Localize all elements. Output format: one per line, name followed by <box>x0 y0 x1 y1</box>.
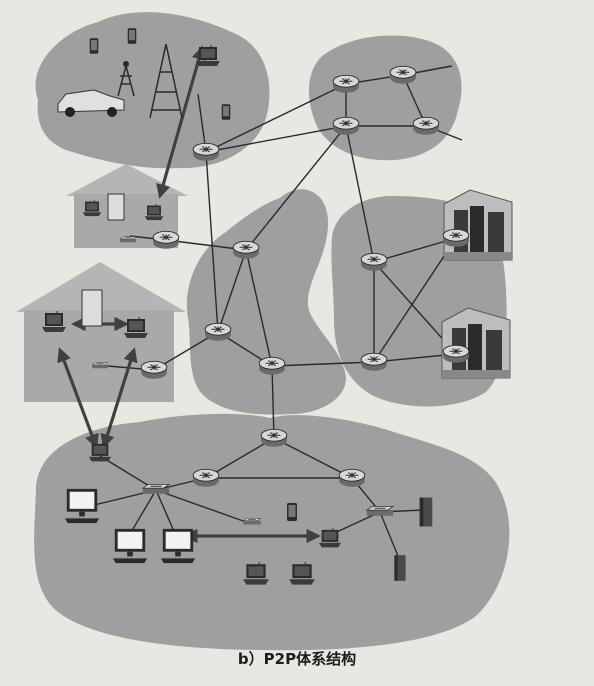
datacenter-icon <box>443 189 513 261</box>
link-line <box>205 437 275 479</box>
link-line <box>345 125 375 263</box>
house-lower-roof <box>16 262 186 312</box>
link-line <box>99 455 157 491</box>
link-line <box>271 361 375 367</box>
server-icon <box>394 555 406 581</box>
fridge-icon <box>107 193 125 221</box>
link-line <box>155 489 247 523</box>
end-devices <box>41 28 513 586</box>
router-icon <box>192 142 220 162</box>
router-icon <box>442 344 470 364</box>
link-line <box>379 511 399 557</box>
p2p-arrow <box>156 45 206 199</box>
phone-icon <box>221 104 231 120</box>
cell-tower-icon <box>149 43 183 119</box>
link-line <box>205 125 347 153</box>
link-line <box>273 437 353 479</box>
cell-tower-icon <box>117 61 135 97</box>
link-line <box>217 249 247 333</box>
isp-cloud-upper-right <box>308 35 462 161</box>
router-icon <box>204 322 232 342</box>
router-icon <box>192 468 220 488</box>
phone-icon <box>89 38 99 54</box>
link-line <box>271 365 275 439</box>
link-line <box>129 489 157 535</box>
router-icon <box>360 352 388 372</box>
p2p-arrow <box>100 347 138 449</box>
router-icon <box>442 228 470 248</box>
router-icon <box>260 428 288 448</box>
router-icon <box>389 65 417 85</box>
switch-icon <box>142 483 170 495</box>
phone-icon <box>127 28 137 44</box>
router-icon <box>258 356 286 376</box>
global-isp-cloud-center <box>186 189 346 415</box>
house-upper-roof <box>66 164 188 196</box>
wireless-access-point-icon <box>91 362 109 369</box>
router-icon <box>332 116 360 136</box>
wireless-access-point-icon <box>242 517 262 525</box>
link-line <box>165 239 247 251</box>
link-line <box>245 249 273 367</box>
link-line <box>205 151 219 333</box>
router-icon <box>232 240 260 260</box>
p2p-arrow <box>57 347 99 449</box>
tablet-icon <box>287 503 297 521</box>
link-line <box>155 489 177 537</box>
car-icon <box>57 89 125 117</box>
link-line <box>373 237 457 363</box>
link-line <box>205 83 347 153</box>
router-icon <box>412 116 440 136</box>
switch-icon <box>366 505 394 517</box>
wireless-access-point-icon <box>119 236 137 243</box>
router-icon <box>360 252 388 272</box>
router-icon <box>332 74 360 94</box>
figure-caption: b）P2P体系结构 <box>237 650 357 668</box>
fridge-icon <box>81 289 103 327</box>
router-icon <box>152 230 180 250</box>
mobile-network-cloud <box>35 12 270 169</box>
router-icon <box>338 468 366 488</box>
datacenter-icon <box>441 307 511 379</box>
link-line <box>373 237 457 263</box>
link-line <box>245 125 347 251</box>
house-lower <box>16 262 186 402</box>
server-icon <box>419 497 433 527</box>
router-icon <box>140 360 168 380</box>
